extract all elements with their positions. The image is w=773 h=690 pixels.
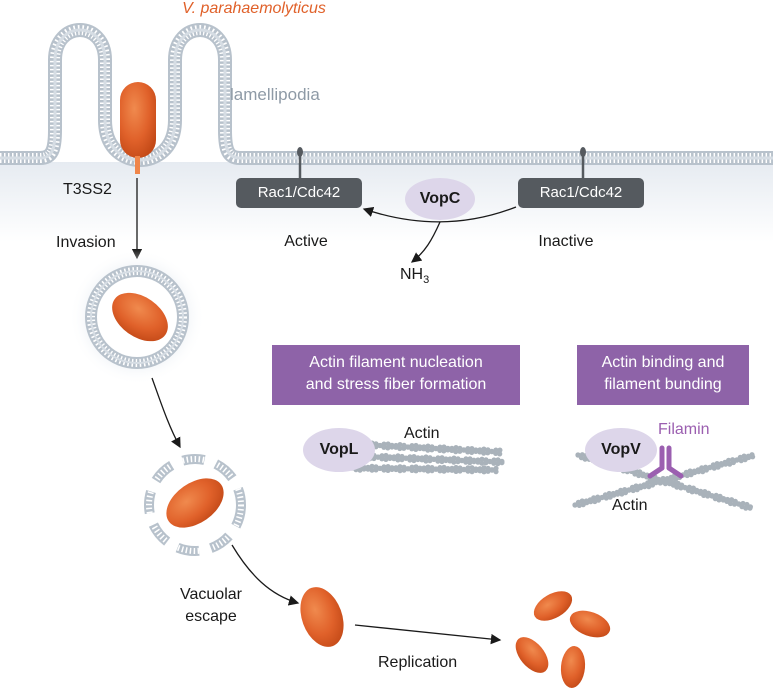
invasion-label: Invasion [56,234,116,251]
bacterium-attached [120,82,156,174]
vopv-oval: VopV [585,428,657,472]
vopc-oval: VopC [405,178,475,220]
filamin-label: Filamin [658,421,710,438]
replication-label: Replication [378,654,458,671]
arrow-to-free [231,544,300,606]
actin-binding-box: Actin binding and filament bunding [577,345,749,405]
rac-anchor-left [297,147,303,178]
vacuolar-escape-label: Vacuolar escape [180,584,242,628]
actin-nucleation-line2: and stress fiber formation [305,376,487,393]
nh3-label: NH3 [400,266,429,286]
broken-vacuole [144,454,246,556]
cell-membrane [0,23,773,167]
cytoplasm-tint [0,162,773,242]
vopl-oval: VopL [303,428,375,472]
inactive-label: Inactive [538,233,594,250]
active-label: Active [284,233,328,250]
actin-nucleation-line1: Actin filament nucleation [309,354,483,371]
nh3-subscript: 3 [423,274,430,287]
arrow-to-nh3 [410,221,441,263]
rac1-cdc42-inactive-box: Rac1/Cdc42 [518,178,644,208]
actin-strand-3 [349,463,499,475]
bacterium-in-vacuole [112,292,168,342]
lamellipodia-label: lamellipodia [230,85,320,104]
rac1-cdc42-active-box: Rac1/Cdc42 [236,178,362,208]
bacterium-escaping [166,478,224,528]
arrow-to-escape [151,377,181,449]
vacuolar-escape-line1: Vacuolar [180,586,242,603]
rac-anchor-right [580,147,586,178]
t3ss2-label: T3SS2 [63,181,112,198]
actin-nucleation-box: Actin filament nucleation and stress fib… [272,345,520,405]
arrow-replication [354,624,502,645]
bacterium-free [300,587,344,647]
filamin-icon [647,445,684,479]
diagram-title: V. parahaemolyticus [182,0,326,17]
actin-strand-1 [349,439,503,457]
nh3-main: NH [400,266,424,283]
actin-label-left: Actin [404,425,440,442]
actin-binding-line2: filament bunding [604,376,722,393]
actin-binding-line1: Actin binding and [601,354,725,371]
arrow-inactive-to-active [362,206,517,223]
replicated-bacteria [515,591,611,688]
vacuolar-escape-line2: escape [185,608,237,625]
actin-label-right: Actin [612,497,648,514]
